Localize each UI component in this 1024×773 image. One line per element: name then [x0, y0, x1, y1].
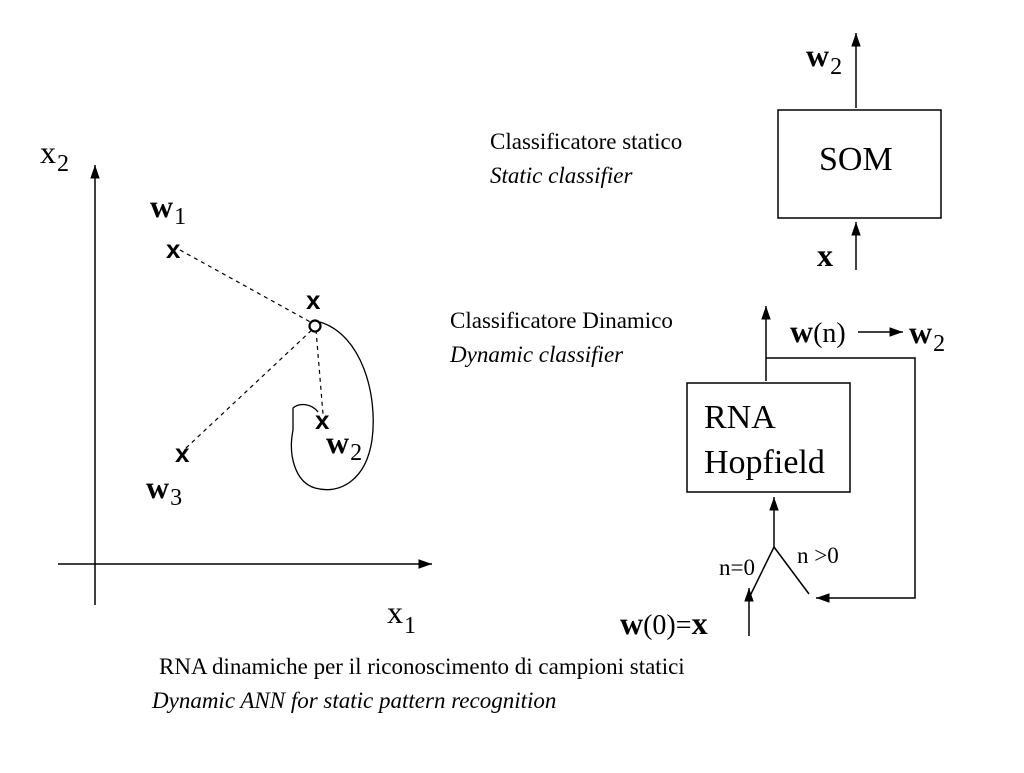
- dynamic-title-it: Classificatore Dinamico: [450, 308, 673, 333]
- w3-point: x: [175, 438, 190, 468]
- trajectory-curve: [290, 321, 374, 491]
- input-point-label: x: [306, 285, 321, 315]
- som-output-label: w2: [806, 37, 842, 80]
- distance-line-w1: [179, 249, 315, 325]
- y-axis-label: x2: [40, 134, 69, 177]
- switch-n-positive: n >0: [797, 543, 839, 568]
- state-label: w(n): [790, 313, 846, 349]
- caption: RNA dinamiche per il riconoscimento di c…: [151, 654, 685, 713]
- dynamic-classifier: Classificatore Dinamico Dynamic classifi…: [449, 306, 945, 641]
- w1-point: x: [166, 234, 181, 264]
- caption-en: Dynamic ANN for static pattern recogniti…: [151, 688, 556, 713]
- x-axis-label: x1: [387, 594, 416, 639]
- w2-point: x: [315, 405, 330, 435]
- input-point: [308, 319, 322, 333]
- hopfield-box: [686, 382, 851, 493]
- som-box: [777, 109, 942, 219]
- w2-label: w2: [326, 424, 362, 466]
- dynamic-title-en: Dynamic classifier: [449, 342, 624, 367]
- som-box-label: SOM: [819, 141, 893, 178]
- som-input-label: x: [817, 237, 833, 273]
- feedback-loop: [766, 357, 916, 603]
- w1-label: w1: [150, 188, 186, 230]
- static-classifier: Classificatore statico Static classifier…: [490, 33, 942, 273]
- feature-plot: x2 x1 x x x x w1 w2 w3: [40, 134, 432, 639]
- switch-n-zero: n=0: [719, 555, 755, 580]
- switch-blade-right: [773, 546, 810, 595]
- distance-line-w3: [185, 327, 315, 449]
- hopfield-box-line1: RNA: [704, 399, 776, 436]
- initial-input-label: w(0)=x: [620, 605, 708, 641]
- w3-label: w3: [146, 469, 182, 511]
- distance-line-w2: [315, 329, 324, 415]
- caption-it: RNA dinamiche per il riconoscimento di c…: [159, 654, 685, 679]
- static-title-it: Classificatore statico: [490, 129, 682, 154]
- hopfield-box-line2: Hopfield: [704, 444, 825, 481]
- final-output-label: w2: [909, 314, 945, 357]
- static-title-en: Static classifier: [490, 163, 634, 188]
